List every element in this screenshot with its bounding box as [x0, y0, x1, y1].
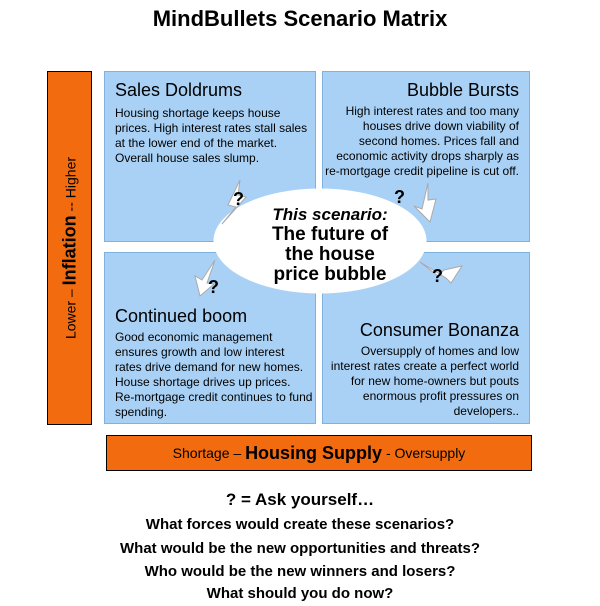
quadrant-description: Housing shortage keeps house prices. Hig… — [115, 106, 308, 165]
arrow-top-left-icon — [221, 179, 247, 225]
arrow-bottom-right-icon — [419, 261, 464, 284]
scenario-line: price bubble — [273, 264, 387, 285]
question-mark-bottom-right: ? — [432, 266, 443, 286]
supply-high-label: - Oversupply — [385, 445, 466, 461]
footer-question: What would be the new opportunities and … — [120, 540, 480, 557]
footer-heading: ? = Ask yourself… — [225, 490, 375, 509]
arrow-top-right-icon — [413, 182, 437, 223]
supply-low-label: Shortage – — [172, 445, 242, 461]
quadrant-title: Sales Doldrums — [115, 80, 243, 100]
center-scenario: This scenario: The future of the house p… — [236, 205, 424, 285]
scenario-label: This scenario: — [272, 205, 388, 224]
supply-main-label: Housing Supply — [245, 442, 383, 463]
scenario-line: the house — [285, 244, 375, 265]
quadrant-title: Continued boom — [115, 306, 248, 326]
question-mark-bottom-left: ? — [208, 277, 219, 297]
quadrant-description: Good economic management ensures growth … — [115, 330, 313, 419]
footer-question: What forces would create these scenarios… — [145, 516, 455, 533]
quadrant-title: Consumer Bonanza — [359, 320, 519, 340]
quadrant-title: Bubble Bursts — [406, 80, 519, 100]
scenario-line: The future of — [271, 224, 389, 245]
arrow-bottom-left-icon — [194, 259, 216, 297]
question-mark-top-left: ? — [233, 189, 244, 209]
quadrant-description: Oversupply of homes and low interest rat… — [330, 344, 519, 418]
center-ellipse — [213, 188, 427, 294]
page-title: MindBullets Scenario Matrix — [152, 6, 448, 31]
inflation-axis-bar: Lower – Inflation -- Higher — [47, 71, 92, 425]
footer-question: What should you do now? — [206, 585, 394, 602]
footer-question: Who would be the new winners and losers? — [144, 563, 456, 580]
quadrant-description: High interest rates and too many houses … — [325, 104, 519, 178]
question-mark-top-right: ? — [394, 187, 405, 207]
housing-supply-axis-bar: Shortage – Housing Supply - Oversupply — [106, 435, 532, 471]
